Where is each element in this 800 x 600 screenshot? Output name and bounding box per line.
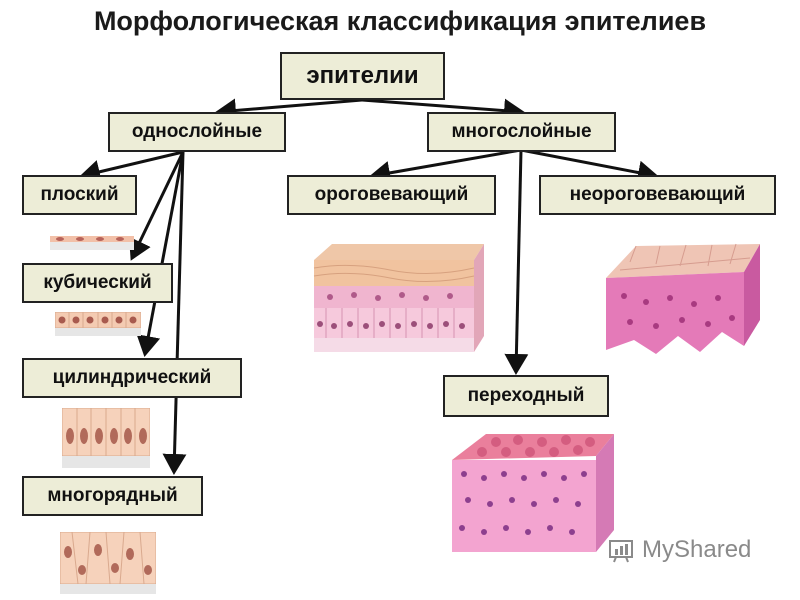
myshared-watermark-text: MyShared [642, 536, 752, 563]
arrow-single-cubic [128, 151, 185, 261]
arrow-root-multi [361, 98, 525, 123]
node-multi-layer: многослойные [427, 112, 616, 152]
page-title: Морфологическая классификация эпителиев [93, 6, 707, 36]
node-non-keratinizing: неороговевающий [539, 175, 776, 215]
keratinizing-epithelium-illustration [313, 244, 484, 352]
pseudostratified-epithelium-illustration [60, 532, 156, 594]
node-epithelia: эпителии [280, 52, 445, 100]
node-transitional: переходный [443, 375, 609, 417]
node-cubic-label: кубический [43, 272, 152, 293]
transitional-epithelium-illustration [452, 434, 614, 552]
arrow-multi-trans [504, 149, 529, 375]
node-pseudostratified: многорядный [22, 476, 203, 516]
arrow-single-cyl [136, 151, 185, 357]
node-cylindrical-label: цилиндрический [52, 367, 212, 388]
node-non-keratinizing-label: неороговевающий [569, 184, 746, 205]
node-flat-label: плоский [40, 184, 119, 205]
arrow-root-single [215, 98, 363, 123]
node-keratinizing: ороговевающий [287, 175, 496, 215]
arrow-single-pseudo [162, 151, 187, 475]
cylindrical-epithelium-illustration [62, 408, 150, 468]
flat-epithelium-illustration [50, 236, 134, 250]
node-cubic: кубический [22, 263, 173, 303]
node-epithelia-label: эпителии [306, 62, 419, 89]
myshared-watermark: MyShared [608, 536, 751, 564]
arrow-single-flat [79, 150, 184, 184]
non-keratinizing-epithelium-illustration [606, 243, 760, 354]
node-flat: плоский [22, 175, 137, 215]
node-keratinizing-label: ороговевающий [314, 184, 469, 205]
myshared-logo-icon [609, 540, 633, 563]
node-cylindrical: цилиндрический [22, 358, 242, 398]
node-single-layer-label: однослойные [131, 121, 263, 142]
node-multi-layer-label: многослойные [451, 121, 592, 142]
arrow-multi-ker [369, 148, 522, 185]
node-transitional-label: переходный [467, 385, 585, 406]
cubic-epithelium-illustration [55, 312, 141, 336]
arrow-multi-nonker [520, 148, 659, 185]
node-pseudostratified-label: многорядный [47, 485, 178, 506]
node-single-layer: однослойные [108, 112, 286, 152]
